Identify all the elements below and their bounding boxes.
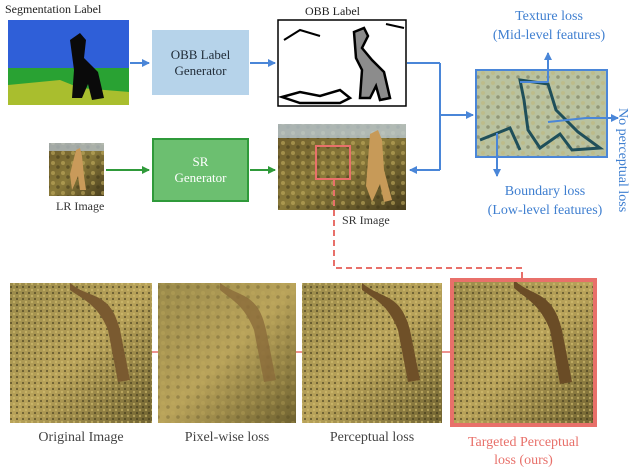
texture-loss-line2: (Mid-level features): [492, 28, 606, 43]
texture-loss-line1: Texture loss: [515, 9, 583, 24]
loss-feature-image: [475, 69, 608, 158]
obb-label-generator-box: OBB Label Generator: [152, 30, 249, 95]
no-perceptual-loss-label: No perceptual loss: [615, 108, 630, 213]
crop-link-dashed: [333, 180, 523, 278]
targeted-perceptual-crop: [450, 278, 597, 427]
segmentation-label-image: [8, 20, 129, 105]
caption-targeted-perceptual-loss: Targeted Perceptual loss (ours): [446, 434, 601, 470]
texture-loss-label: Texture loss (Mid-level features): [474, 7, 624, 45]
caption-original-image: Original Image: [38, 430, 124, 445]
segmentation-label-caption: Segmentation Label: [5, 2, 102, 16]
boundary-loss-line1: Boundary loss: [504, 184, 586, 199]
obb-label-image: [277, 19, 407, 107]
lr-image-caption: LR Image: [56, 199, 105, 213]
lr-image: [49, 143, 104, 196]
boundary-loss-label: Boundary loss (Low-level features): [465, 182, 625, 220]
targeted-line1: Targeted Perceptual: [467, 435, 580, 450]
boundary-loss-line2: (Low-level features): [487, 203, 603, 218]
sr-generator-line2: Generator: [174, 170, 227, 185]
pixel-wise-crop: [158, 283, 296, 423]
caption-perceptual-loss: Perceptual loss: [329, 430, 415, 445]
blue-arrows: [130, 52, 619, 177]
targeted-line2: loss (ours): [494, 453, 553, 468]
caption-pixel-wise-loss: Pixel-wise loss: [184, 430, 270, 445]
obb-generator-line2: Generator: [174, 62, 227, 78]
sr-image-caption: SR Image: [342, 213, 390, 227]
obb-label-caption: OBB Label: [305, 4, 360, 18]
sr-image: [278, 124, 406, 210]
original-image-crop: [10, 283, 152, 423]
sr-generator-line1: SR: [192, 154, 209, 169]
obb-generator-line1: OBB Label: [170, 46, 231, 62]
sr-generator-box: SR Generator: [152, 138, 249, 202]
perceptual-crop: [302, 283, 442, 423]
